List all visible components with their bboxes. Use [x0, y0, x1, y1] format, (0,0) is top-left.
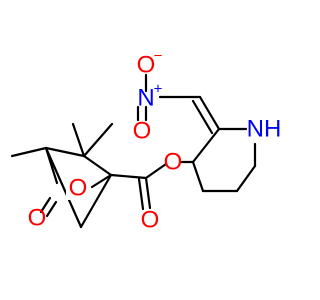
bond-c4-methyl: [10, 146, 48, 158]
bond-c5-c1: [79, 173, 113, 229]
bond-c7-c4: [44, 146, 86, 158]
label-o-ester: O: [164, 149, 183, 176]
atom-ring-nh: NH: [247, 116, 282, 143]
label-o-ketone: O: [28, 205, 47, 232]
charge-plus: +: [154, 81, 163, 98]
bond-ketone-a: [39, 196, 52, 214]
label-o-bottom: O: [133, 118, 152, 145]
structure-diagram: O − N + O NH O O O O: [10, 48, 282, 234]
atom-ketone-o: O: [28, 205, 47, 232]
nitrovinyl-bonds: [136, 73, 221, 135]
atom-nitro-o-bottom: O: [133, 118, 152, 145]
bond-c1-c7: [82, 154, 113, 177]
bond-carbonyl-o-b: [137, 177, 145, 211]
bond-c7-methyl-a: [71, 122, 86, 158]
label-mask-bridge-o: [66, 176, 90, 200]
bond-c4-c5: [44, 146, 83, 229]
label-o-bridge: O: [69, 175, 88, 202]
label-o-carbonyl: O: [141, 207, 160, 234]
bond-c7-methyl-b: [82, 122, 114, 158]
bicyclic-core: [10, 122, 114, 229]
bond-vinyl-c2-a: [198, 95, 221, 131]
piperidine-ring: [191, 127, 257, 193]
label-nh: NH: [247, 116, 282, 143]
atom-bridge-o: O: [66, 175, 90, 202]
charge-minus: −: [154, 48, 163, 65]
atom-ester-o: O: [164, 149, 183, 176]
label-o-top: O: [137, 52, 156, 79]
bond-vinyl-c2-b: [191, 99, 214, 135]
bond-carbonyl-bridgehead: [109, 173, 148, 180]
bond-o-carbonyl: [144, 162, 168, 180]
molecule-canvas: O − N + O NH O O O O: [10, 48, 282, 234]
ester-bonds: [109, 160, 195, 211]
bond-carbonyl-o-a: [144, 176, 152, 210]
bond-c4-c3: [191, 160, 205, 193]
atom-nitro-n: N +: [137, 81, 162, 112]
bond-ketone-b: [45, 200, 58, 218]
label-n-nitro: N: [137, 85, 154, 112]
bond-c6-c5: [235, 164, 257, 193]
bond-c1-bridge-o: [90, 173, 113, 189]
atom-carbonyl-o: O: [141, 207, 160, 234]
atom-nitro-o-top: O −: [137, 48, 163, 79]
bond-c3-c2: [191, 127, 221, 164]
